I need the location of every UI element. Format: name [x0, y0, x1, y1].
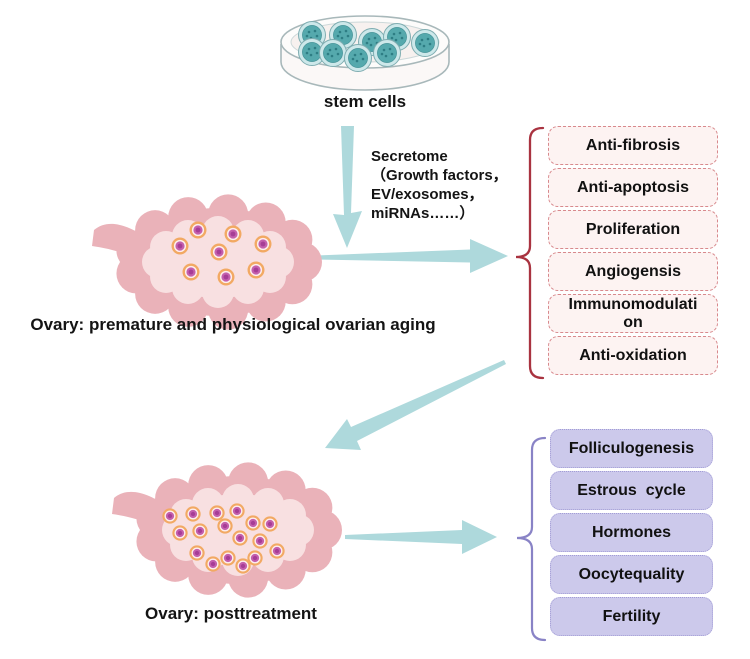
effect-box: Anti-fibrosis	[548, 126, 718, 165]
effect-box: Anti-apoptosis	[548, 168, 718, 207]
ovary-posttreatment-label: Ovary: posttreatment	[145, 604, 317, 623]
petri-dish-illustration	[280, 15, 450, 91]
diagonal-arrow	[325, 360, 506, 450]
effect-box: Angiogensis	[548, 252, 718, 291]
effect-box: Proliferation	[548, 210, 718, 249]
right-arrow	[316, 239, 508, 273]
outcomes-brace	[516, 436, 547, 642]
stem-cells-label: stem cells	[323, 92, 407, 111]
ovary-aging-label: Ovary: premature and physiological ovari…	[30, 315, 436, 334]
secretome-title: Secretome	[371, 148, 448, 165]
outcomes-list: Folliculogenesis Estrous cycle Hormones …	[550, 429, 713, 636]
effects-list: Anti-fibrosis Anti-apoptosis Proliferati…	[548, 126, 718, 375]
outcome-box: Folliculogenesis	[550, 429, 713, 468]
down-arrow	[333, 126, 362, 248]
outcome-box: Hormones	[550, 513, 713, 552]
outcome-box: Estrous cycle	[550, 471, 713, 510]
outcome-arrow	[345, 520, 497, 554]
effects-brace	[515, 126, 545, 380]
effect-box: Immunomodulation	[548, 294, 718, 333]
outcome-box: Oocytequality	[550, 555, 713, 594]
ovary-posttreatment-illustration	[112, 462, 342, 598]
outcome-box: Fertility	[550, 597, 713, 636]
secretome-line2: （Growth factors，	[371, 167, 508, 184]
ovary-aging-illustration	[92, 194, 322, 330]
stem-cell-cluster	[298, 21, 439, 72]
secretome-line4: miRNAs……）	[371, 205, 475, 222]
secretome-line3: EV/exosomes，	[371, 186, 484, 203]
effect-box: Anti-oxidation	[548, 336, 718, 375]
secretome-annotation: Secretome （Growth factors， EV/exosomes， …	[371, 147, 546, 223]
